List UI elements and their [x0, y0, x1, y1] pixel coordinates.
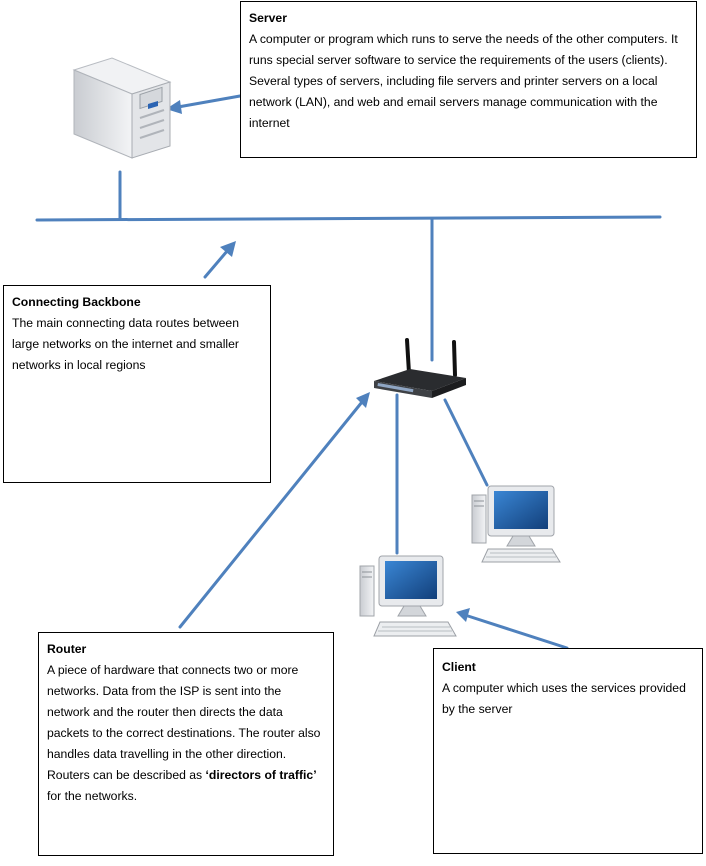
router-client-line-2 — [443, 398, 489, 487]
server-description-box: Server A computer or program which runs … — [240, 1, 697, 158]
server-title: Server — [249, 11, 287, 25]
backbone-line — [35, 215, 662, 222]
router-emphasis: ‘directors of traffic’ — [205, 768, 317, 782]
wireless-router-icon — [374, 338, 466, 398]
server-description: A computer or program which runs to serv… — [249, 32, 678, 130]
router-description-part1: A piece of hardware that connects two or… — [47, 663, 321, 782]
router-description: A piece of hardware that connects two or… — [47, 660, 325, 807]
server-arrow — [166, 94, 242, 114]
desktop-computer-icon-2 — [471, 485, 561, 563]
backbone-title: Connecting Backbone — [12, 295, 141, 309]
server-tower-icon — [72, 57, 172, 159]
backbone-description-box: Connecting Backbone The main connecting … — [3, 285, 271, 483]
desktop-computer-icon-1 — [359, 555, 457, 637]
client-description: A computer which uses the services provi… — [442, 681, 686, 716]
client-title: Client — [442, 660, 476, 674]
router-description-part2: for the networks. — [47, 789, 138, 803]
router-description-box: Router A piece of hardware that connects… — [38, 632, 334, 856]
backbone-description: The main connecting data routes between … — [12, 316, 239, 372]
client-description-box: Client A computer which uses the service… — [433, 648, 703, 854]
client-arrow — [456, 608, 569, 650]
backbone-arrow — [203, 241, 236, 279]
router-title: Router — [47, 642, 87, 656]
router-arrow — [178, 392, 370, 629]
